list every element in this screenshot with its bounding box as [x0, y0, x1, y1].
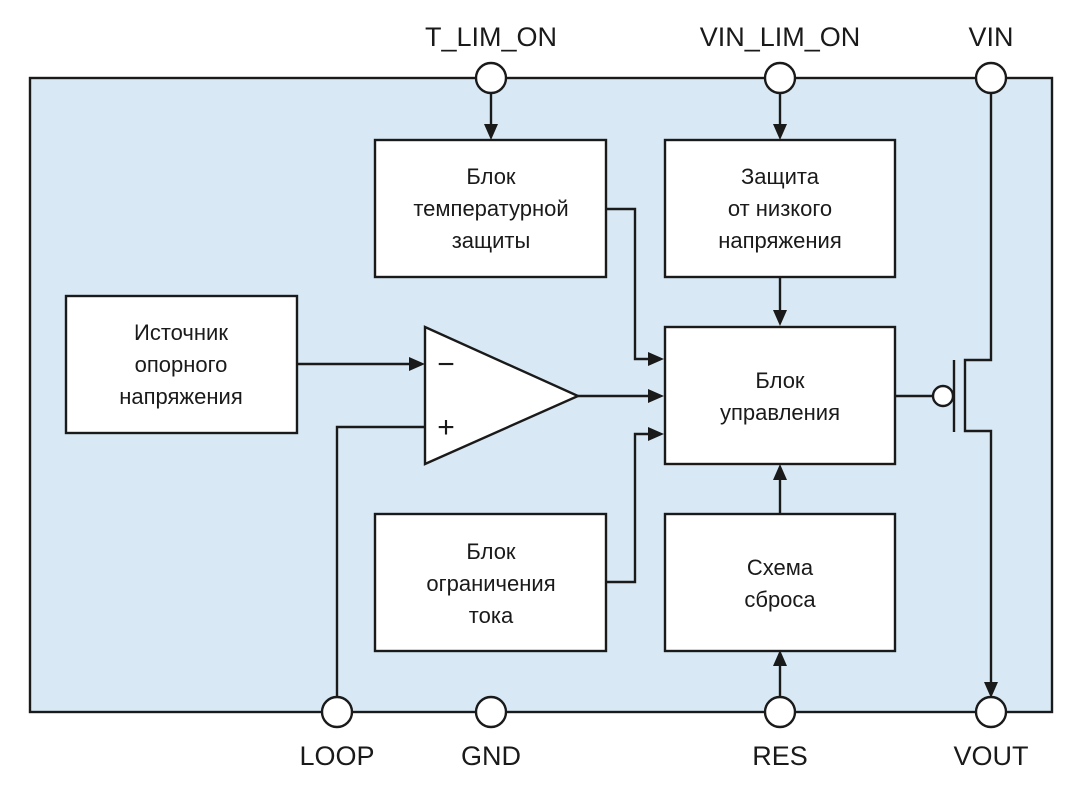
svg-text:температурной: температурной [413, 196, 568, 221]
pin-vin-lim-on: VIN_LIM_ON [700, 22, 861, 95]
svg-text:ограничения: ограничения [426, 571, 555, 596]
comparator: − + [423, 325, 581, 466]
svg-text:GND: GND [461, 741, 521, 771]
svg-text:Схема: Схема [747, 555, 814, 580]
svg-text:от низкого: от низкого [728, 196, 832, 221]
svg-text:защиты: защиты [452, 228, 531, 253]
pin-t-lim-on: T_LIM_ON [425, 22, 557, 95]
pin-vin: VIN [968, 22, 1014, 95]
wires [297, 93, 998, 698]
block-current-limit: Блок ограничения тока [373, 512, 608, 653]
svg-text:Блок: Блок [755, 368, 805, 393]
svg-text:VIN_LIM_ON: VIN_LIM_ON [700, 22, 861, 52]
svg-text:RES: RES [752, 741, 808, 771]
comparator-plus: + [437, 411, 455, 444]
svg-text:тока: тока [469, 603, 514, 628]
svg-text:сброса: сброса [744, 587, 816, 612]
block-undervoltage-protection: Защита от низкого напряжения [663, 138, 897, 279]
block-temp-protection: Блок температурной защиты [373, 138, 608, 279]
comparator-minus: − [437, 348, 455, 381]
svg-text:управления: управления [720, 400, 840, 425]
svg-text:Защита: Защита [741, 164, 820, 189]
block-reference-voltage: Источник опорного напряжения [64, 294, 299, 435]
svg-text:напряжения: напряжения [718, 228, 842, 253]
svg-text:T_LIM_ON: T_LIM_ON [425, 22, 557, 52]
svg-text:VOUT: VOUT [953, 741, 1028, 771]
svg-text:напряжения: напряжения [119, 384, 243, 409]
svg-text:VIN: VIN [968, 22, 1013, 52]
pin-gnd: GND [461, 695, 521, 771]
svg-text:Источник: Источник [134, 320, 228, 345]
svg-text:опорного: опорного [135, 352, 228, 377]
pin-loop: LOOP [299, 695, 375, 771]
block-reset-circuit: Схема сброса [663, 512, 897, 653]
svg-text:Блок: Блок [466, 164, 516, 189]
pmos-transistor-icon [931, 360, 956, 432]
pin-res: RES [752, 695, 808, 771]
block-control: Блок управления [663, 325, 897, 466]
svg-text:LOOP: LOOP [299, 741, 374, 771]
svg-text:Блок: Блок [466, 539, 516, 564]
pin-vout: VOUT [953, 695, 1029, 771]
